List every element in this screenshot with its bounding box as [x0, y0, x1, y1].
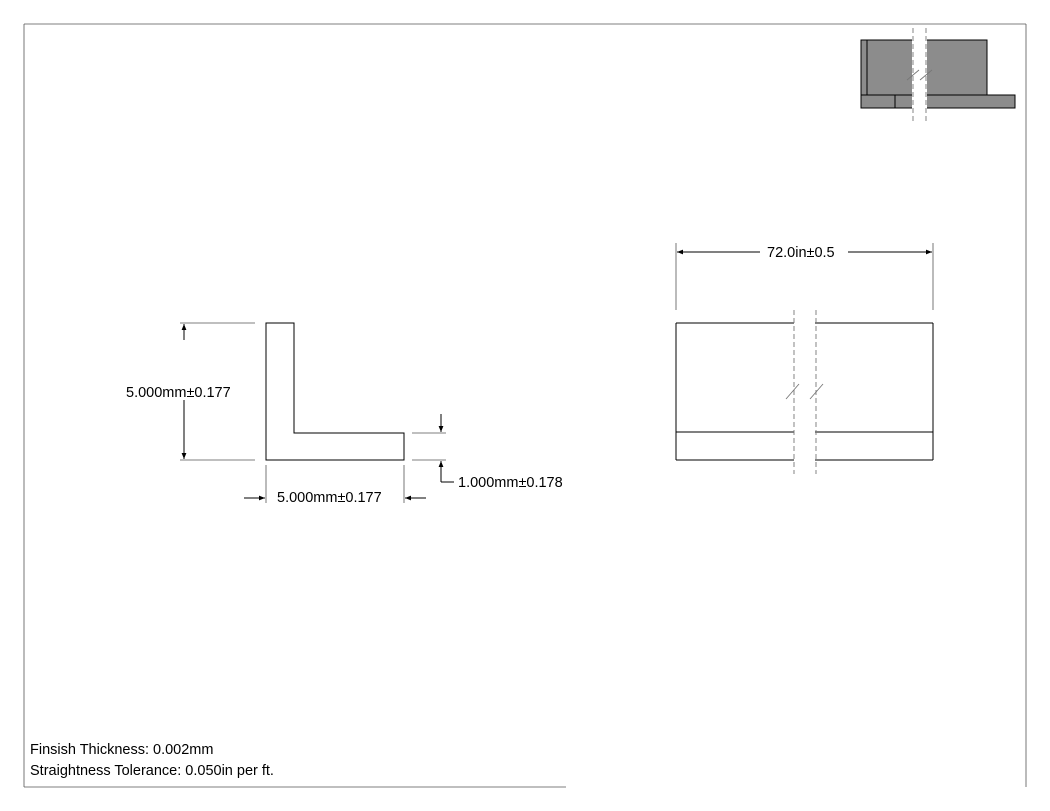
finish-thickness-note: Finsish Thickness: 0.002mm: [30, 742, 213, 758]
thickness-dimension: 1.000mm±0.178: [412, 414, 563, 491]
length-side-view: [675, 310, 934, 475]
leg-width-dimension-label: 5.000mm±0.177: [277, 490, 382, 506]
length-dimension-label: 72.0in±0.5: [767, 245, 835, 261]
angle-profile-section: [265, 322, 405, 461]
straightness-tolerance-note: Straightness Tolerance: 0.050in per ft.: [30, 763, 274, 779]
width-dimension: 5.000mm±0.177: [244, 465, 426, 506]
drawing-notes: Finsish Thickness: 0.002mm Straightness …: [30, 742, 274, 779]
thumbnail-view: [860, 28, 1016, 122]
angle-profile-outline: [265, 322, 405, 461]
length-dimension: 72.0in±0.5: [675, 243, 934, 310]
leg-height-dimension-label: 5.000mm±0.177: [126, 385, 231, 401]
thickness-dimension-label: 1.000mm±0.178: [458, 475, 563, 491]
sheet-border: [23, 23, 1027, 788]
height-dimension: 5.000mm±0.177: [126, 322, 255, 461]
